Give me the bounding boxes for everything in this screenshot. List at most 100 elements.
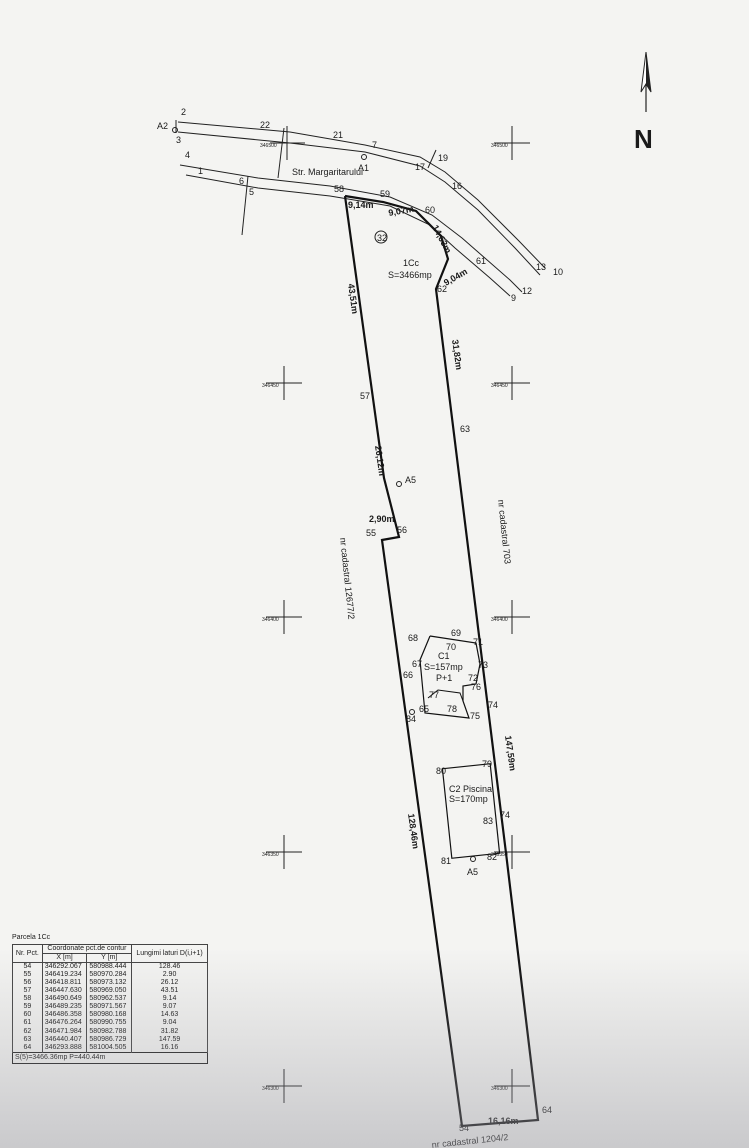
point-label: 73 — [478, 660, 488, 670]
length-label: 26,12m — [373, 445, 387, 477]
point-label: 78 — [447, 704, 457, 714]
coordinate-table: Nr. Pct. Coordonate pct.de contur Lungim… — [12, 944, 208, 1053]
point-labels: 2 A2 3 22 21 7 A1 17 19 16 1 4 6 5 58 59… — [157, 107, 563, 1133]
point-label: 54 — [459, 1123, 469, 1133]
point-label: 61 — [476, 256, 486, 266]
coordinate-summary: S(5)=3466.36mp P=440.44m — [12, 1052, 208, 1064]
table-cell: 128.46 — [131, 962, 208, 972]
length-label: 128,46m — [406, 813, 421, 850]
grid-label: 346500 — [260, 143, 277, 149]
table-cell: 580986.729 — [86, 1035, 133, 1044]
north-arrow-icon: N — [634, 51, 653, 154]
col-header-y: Y [m] — [86, 953, 133, 964]
point-label: 82 — [487, 852, 497, 862]
table-cell: 62 — [12, 1027, 43, 1036]
point-label: 4 — [185, 150, 190, 160]
neighbour-east: nr cadastral 703 — [496, 499, 513, 564]
grid-labels: 346500 346500 346450 346450 346400 34640… — [260, 143, 508, 1092]
col-header-x: X [m] — [41, 953, 88, 964]
grid-label: 346300 — [262, 1086, 279, 1092]
table-cell: 26.12 — [131, 979, 208, 988]
point-label: 7 — [372, 140, 377, 150]
table-cell: 346471.984 — [41, 1027, 88, 1036]
table-cell: 43.51 — [131, 987, 208, 996]
point-label: 77 — [429, 690, 439, 700]
table-cell: 346490.649 — [41, 995, 88, 1004]
point-label: 57 — [360, 391, 370, 401]
point-label: 17 — [415, 162, 425, 172]
street-name: Str. Margaritarului — [292, 167, 363, 177]
point-label: 6 — [239, 176, 244, 186]
grid-crosses — [266, 126, 530, 1103]
table-cell: 580973.132 — [86, 979, 133, 988]
table-cell: 580980.168 — [86, 1011, 133, 1020]
point-label: 9 — [511, 293, 516, 303]
grid-label: 346450 — [262, 383, 279, 389]
building-c2-area: S=170mp — [449, 794, 488, 804]
table-cell: 580971.567 — [86, 1003, 133, 1012]
point-label: 79 — [482, 759, 492, 769]
col-header-coords: Coordonate pct.de contur — [41, 944, 133, 955]
table-cell: 64 — [12, 1043, 43, 1053]
point-label: 1 — [198, 166, 203, 176]
point-label: 84 — [406, 714, 416, 724]
table-cell: 56 — [12, 979, 43, 988]
table-cell: 346440.407 — [41, 1035, 88, 1044]
neighbour-south: nr cadastral 1204/2 — [431, 1132, 509, 1148]
neighbour-west: nr cadastral 12677/2 — [338, 537, 357, 620]
building-c1-name: C1 — [438, 651, 450, 661]
table-cell: 580962.537 — [86, 995, 133, 1004]
col-header-nr: Nr. Pct. — [12, 944, 43, 964]
point-label: 5 — [249, 187, 254, 197]
point-label: 59 — [380, 189, 390, 199]
point-label: 12 — [522, 286, 532, 296]
point-label: 71 — [473, 637, 483, 647]
table-cell: 31.82 — [131, 1027, 208, 1036]
point-label: 75 — [470, 711, 480, 721]
parcel-number: 32 — [377, 233, 387, 243]
col-header-length: Lungimi laturi D(i,i+1) — [131, 944, 208, 964]
table-cell: 346476.264 — [41, 1019, 88, 1028]
length-label: 31,82m — [450, 339, 464, 371]
point-label: 2 — [181, 107, 186, 117]
point-label: 16 — [452, 181, 462, 191]
point-label: 22 — [260, 120, 270, 130]
point-label: 67 — [412, 659, 422, 669]
grid-label: 346300 — [491, 1086, 508, 1092]
table-cell: 61 — [12, 1019, 43, 1028]
point-label: 66 — [403, 670, 413, 680]
point-label: 80 — [436, 766, 446, 776]
point-label: 62 — [437, 284, 447, 294]
point-label: 72 — [468, 673, 478, 683]
parcel-area: S=3466mp — [388, 270, 432, 280]
table-cell: 60 — [12, 1011, 43, 1020]
table-cell: 346486.358 — [41, 1011, 88, 1020]
table-cell: 63 — [12, 1035, 43, 1044]
building-c2 — [441, 763, 501, 859]
length-label: 14,63m — [430, 223, 453, 255]
parcel-name: 1Cc — [403, 258, 420, 268]
table-cell: 346447.630 — [41, 987, 88, 996]
coordinate-table-box: Parcela 1Cc Nr. Pct. Coordonate pct.de c… — [12, 934, 208, 1064]
point-label: A5 — [467, 867, 478, 877]
point-label: A5 — [405, 475, 416, 485]
table-cell: 346293.888 — [41, 1043, 88, 1053]
table-cell: 16.16 — [131, 1043, 208, 1053]
table-cell: 580982.788 — [86, 1027, 133, 1036]
table-cell: 58 — [12, 995, 43, 1004]
point-label: 83 — [483, 816, 493, 826]
table-cell: 14.63 — [131, 1011, 208, 1020]
point-label: 74 — [500, 810, 510, 820]
table-cell: 580970.284 — [86, 971, 133, 980]
parcel-boundary — [343, 194, 540, 1128]
survey-markers — [172, 127, 476, 862]
table-cell: 580988.444 — [86, 962, 133, 972]
